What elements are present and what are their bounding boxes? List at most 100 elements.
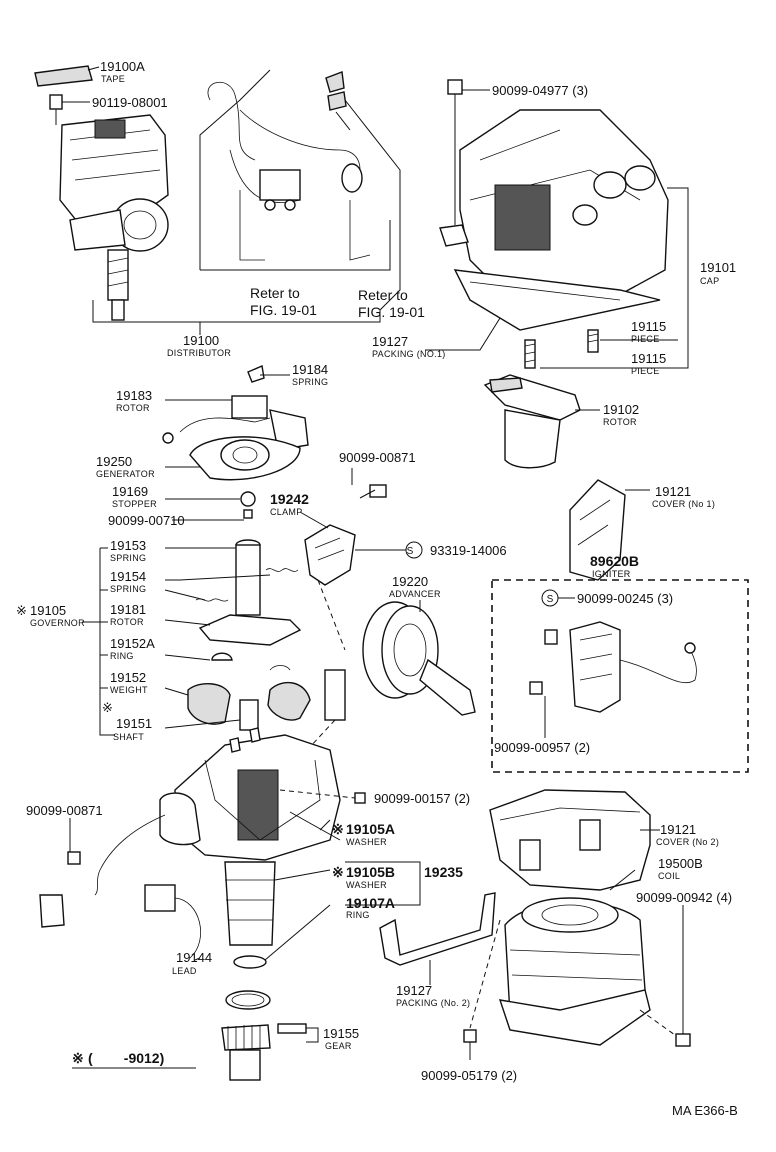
label-piece-a-name: PIECE xyxy=(631,334,660,344)
igniter-illustration xyxy=(529,589,697,713)
clamp-illustration xyxy=(304,484,387,586)
label-cap-num: 19101 xyxy=(700,260,736,275)
governor-star-mark: ※ xyxy=(16,603,27,618)
label-cover-no1-num: 19121 xyxy=(655,484,691,499)
label-shaft-num: 19151 xyxy=(116,716,152,731)
label-screw-90099-00710: 90099-00710 xyxy=(108,513,185,528)
label-washer-19105a-name: WASHER xyxy=(346,837,387,847)
label-rotor-19181-name: ROTOR xyxy=(110,617,144,627)
label-stopper-name: STOPPER xyxy=(112,499,157,509)
label-rotor-19181-num: 19181 xyxy=(110,602,146,617)
label-spring-19153-name: SPRING xyxy=(110,553,146,563)
label-spring-19184-name: SPRING xyxy=(292,377,328,387)
label-ring-19107a-name: RING xyxy=(346,910,370,920)
figure-code: MA E366-B xyxy=(672,1103,738,1118)
label-packing-no2-name: PACKING (No. 2) xyxy=(396,998,470,1008)
shaft-star-mark: ※ xyxy=(102,700,113,715)
label-rotor-19102-name: ROTOR xyxy=(603,417,637,427)
label-clamp-num: 19242 xyxy=(270,491,309,507)
label-cover-no2-name: COVER (No 2) xyxy=(656,837,719,847)
cover-no1-illustration xyxy=(569,479,626,581)
label-gear-num: 19155 xyxy=(323,1026,359,1041)
label-bolt-90099-00871-left: 90099-00871 xyxy=(26,803,103,818)
label-washer-19105a-num: 19105A xyxy=(346,821,395,837)
ref-left-line2: FIG. 19-01 xyxy=(250,302,317,318)
label-spring-19153-num: 19153 xyxy=(110,538,146,553)
label-shaft-name: SHAFT xyxy=(113,732,144,742)
label-advancer-name: ADVANCER xyxy=(389,589,441,599)
label-piece-b-name: PIECE xyxy=(631,366,660,376)
label-screw-93319-14006: 93319-14006 xyxy=(430,543,507,558)
label-governor-name: GOVERNOR xyxy=(30,618,85,628)
lead-illustration xyxy=(39,814,201,959)
label-weight-num: 19152 xyxy=(110,670,146,685)
washer-a-star-mark: ※ xyxy=(332,821,344,837)
s-mark-00245: S xyxy=(547,594,554,605)
label-lead-name: LEAD xyxy=(172,966,197,976)
packing-no2-part xyxy=(379,892,496,966)
label-weight-name: WEIGHT xyxy=(110,685,148,695)
label-governor-num: 19105 xyxy=(30,603,66,618)
label-coil-name: COIL xyxy=(658,871,680,881)
coil-illustration xyxy=(498,897,651,1046)
distributor-assembly-illustration xyxy=(34,65,169,321)
label-distributor-name: DISTRIBUTOR xyxy=(167,348,231,358)
label-cover-no2-num: 19121 xyxy=(660,822,696,837)
label-screw-90099-00157: 90099-00157 (2) xyxy=(374,791,470,806)
generator-illustration xyxy=(162,365,309,481)
label-distributor-num: 19100 xyxy=(183,333,219,348)
distributor-cap-illustration xyxy=(439,79,669,369)
label-spring-19154-num: 19154 xyxy=(110,569,146,584)
label-rotor-19183-name: ROTOR xyxy=(116,403,150,413)
label-lead-num: 19144 xyxy=(176,950,212,965)
label-ring-19107a-num: 19107A xyxy=(346,895,395,911)
label-tape-num: 19100A xyxy=(100,59,145,74)
advancer-illustration xyxy=(324,601,476,721)
label-igniter-name: IGNITER xyxy=(592,569,631,579)
label-clamp-name: CLAMP xyxy=(270,507,303,517)
label-packing-no2-num: 19127 xyxy=(396,983,432,998)
label-generator-name: GENERATOR xyxy=(96,469,155,479)
gear-illustration xyxy=(221,1023,307,1081)
stopper-part xyxy=(240,491,256,507)
screw-00942-part xyxy=(675,1033,691,1047)
distributor-housing-illustration xyxy=(159,727,341,1010)
label-spring-19154-name: SPRING xyxy=(110,584,146,594)
label-washer-19105b-num: 19105B xyxy=(346,864,395,880)
cover-no2-illustration xyxy=(489,789,651,891)
label-nut-90099-05179: 90099-05179 (2) xyxy=(421,1068,517,1083)
nut-05179-part xyxy=(463,1029,477,1043)
label-group-19235: 19235 xyxy=(424,864,463,880)
label-packing-no1-name: PACKING (NO.1) xyxy=(372,349,446,359)
label-washer-19105b-name: WASHER xyxy=(346,880,387,890)
screw-00710-part xyxy=(243,509,253,519)
label-cover-no1-name: COVER (No 1) xyxy=(652,499,715,509)
ref-right-line2: FIG. 19-01 xyxy=(358,304,425,320)
label-igniter-num: 89620B xyxy=(590,553,639,569)
label-generator-num: 19250 xyxy=(96,454,132,469)
label-screw-90099-00942: 90099-00942 (4) xyxy=(636,890,732,905)
label-stopper-num: 19169 xyxy=(112,484,148,499)
label-piece-a-num: 19115 xyxy=(631,319,666,334)
label-cap-name: CAP xyxy=(700,276,719,286)
label-bolt-90099-04977: 90099-04977 (3) xyxy=(492,83,588,98)
label-rotor-19183-num: 19183 xyxy=(116,388,152,403)
label-bolt-90119-08001: 90119-08001 xyxy=(92,95,168,110)
label-ring-19152a-num: 19152A xyxy=(110,636,155,651)
igniter-detail-box xyxy=(491,579,749,773)
label-bolt-90099-00871-top: 90099-00871 xyxy=(339,450,416,465)
label-ring-19152a-name: RING xyxy=(110,651,134,661)
s-mark-14006: S xyxy=(407,546,414,557)
label-packing-no1-num: 19127 xyxy=(372,334,408,349)
wiring-reference-illustration xyxy=(199,69,401,311)
footnote-text: ( -9012) xyxy=(88,1050,164,1066)
label-piece-b-num: 19115 xyxy=(631,351,666,366)
label-tape-name: TAPE xyxy=(101,74,125,84)
rotor-19102-illustration xyxy=(483,374,581,469)
label-rotor-19102-num: 19102 xyxy=(603,402,639,417)
governor-illustration xyxy=(187,539,311,731)
label-gear-name: GEAR xyxy=(325,1041,352,1051)
washer-b-star-mark: ※ xyxy=(332,864,344,880)
label-advancer-num: 19220 xyxy=(392,574,428,589)
